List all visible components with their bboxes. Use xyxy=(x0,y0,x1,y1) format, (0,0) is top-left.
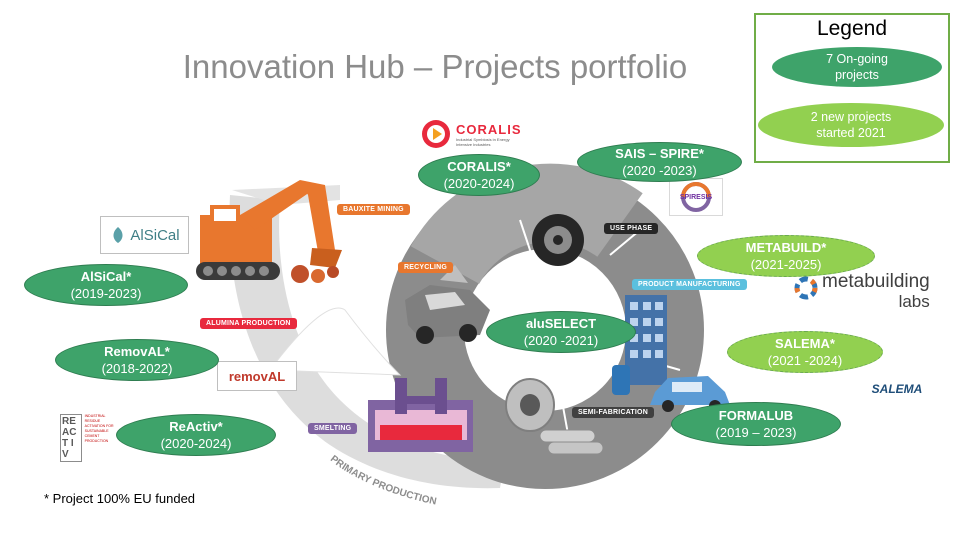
legend-ongoing-line1: 7 On-going xyxy=(826,51,888,66)
project-removal: RemovAL* (2018-2022) xyxy=(55,339,219,381)
stage-semi-fabrication: SEMI-FABRICATION xyxy=(572,407,654,418)
stage-alumina-production: ALUMINA PRODUCTION xyxy=(200,318,297,329)
legend-new-line2: started 2021 xyxy=(816,126,886,140)
spiresis-logo-text: SPIRESIS xyxy=(679,193,713,201)
salema-logo: SALEMA xyxy=(855,375,939,403)
project-sais-spire: SAIS – SPIRE* (2020 -2023) xyxy=(577,142,742,182)
metabuilding-ring-icon xyxy=(794,276,818,300)
project-removal-name: RemovAL* xyxy=(104,344,170,359)
project-salema-years: (2021 -2024) xyxy=(767,353,843,368)
coralis-logo: CORALIS Industrial Symbiosis in Energy I… xyxy=(420,115,528,153)
tyre-icon xyxy=(532,214,584,266)
legend-new-line1: 2 new projects xyxy=(810,109,892,124)
page-title: Innovation Hub – Projects portfolio xyxy=(182,48,688,85)
project-aluselect-name: aluSELECT xyxy=(525,316,597,331)
project-aluselect-years: (2020 -2021) xyxy=(523,333,599,348)
stage-bauxite-mining: BAUXITE MINING xyxy=(337,204,410,215)
project-reactiv-name: ReActiv* xyxy=(169,419,223,434)
stage-recycling: RECYCLING xyxy=(398,262,454,273)
project-metabuild: METABUILD* (2021-2025) xyxy=(697,235,875,277)
metabuilding-logo-subtext: labs xyxy=(898,292,930,311)
building-icon xyxy=(612,295,667,395)
legend-new: 2 new projects started 2021 xyxy=(758,103,944,147)
metabuilding-logo-text: metabuilding xyxy=(822,271,930,292)
alsical-logo-text: AlSiCal xyxy=(130,226,180,244)
spiresis-ring-icon xyxy=(681,182,711,212)
removal-logo: removAL xyxy=(217,361,297,391)
reactiv-logo-subtext: INDUSTRIAL RESIDUE ACTIVATION FOR SUSTAI… xyxy=(84,414,114,443)
metabuilding-logo: metabuilding labs xyxy=(793,272,945,312)
project-formalub: FORMALUB (2019 – 2023) xyxy=(671,402,841,446)
spiresis-logo: SPIRESIS xyxy=(669,178,723,216)
project-alsical-name: AlSiCal* xyxy=(80,269,132,284)
stage-product-manufacturing: PRODUCT MANUFACTURING xyxy=(632,279,747,290)
project-removal-years: (2018-2022) xyxy=(101,361,173,376)
project-reactiv: ReActiv* (2020-2024) xyxy=(116,414,276,456)
stage-use-phase: USE PHASE xyxy=(604,223,659,234)
project-metabuild-name: METABUILD* xyxy=(745,240,827,255)
project-salema: SALEMA* (2021 -2024) xyxy=(727,331,883,373)
legend-title: Legend xyxy=(816,17,888,40)
coralis-logo-text: CORALIS xyxy=(456,121,522,137)
project-sais-years: (2020 -2023) xyxy=(622,163,697,178)
project-coralis: CORALIS* (2020-2024) xyxy=(418,154,540,196)
salema-logo-text: SALEMA xyxy=(871,382,923,396)
legend-ongoing: 7 On-going projects xyxy=(772,47,942,87)
stage-smelting: SMELTING xyxy=(308,423,358,434)
car-wreck-icon xyxy=(405,265,490,344)
footnote: * Project 100% EU funded xyxy=(44,491,196,506)
project-coralis-name: CORALIS* xyxy=(447,159,511,174)
aluminium-coil-icon xyxy=(505,378,604,455)
project-reactiv-years: (2020-2024) xyxy=(160,436,232,451)
legend-box: Legend 7 On-going projects 2 new project… xyxy=(754,13,950,163)
project-alsical: AlSiCal* (2019-2023) xyxy=(24,264,188,306)
alsical-leaf-icon xyxy=(113,227,123,243)
project-formalub-years: (2019 – 2023) xyxy=(715,425,797,440)
alsical-logo: AlSiCal xyxy=(100,216,189,254)
project-salema-name: SALEMA* xyxy=(775,336,835,351)
project-alsical-years: (2019-2023) xyxy=(70,286,142,301)
coralis-logo-subtext: Industrial Symbiosis in Energy Intensive… xyxy=(456,136,510,147)
reactiv-logo: RE ACT IV INDUSTRIAL RESIDUE ACTIVATION … xyxy=(60,414,120,462)
cycle-arrow-segment xyxy=(410,163,643,285)
legend-ongoing-line2: projects xyxy=(835,68,879,82)
reactiv-logo-text: RE ACT IV xyxy=(60,414,82,462)
excavator-icon xyxy=(196,180,342,283)
smelter-icon xyxy=(368,378,473,452)
coralis-logo-icon xyxy=(422,120,450,148)
primary-production-band xyxy=(229,195,505,489)
project-formalub-name: FORMALUB xyxy=(718,408,794,423)
project-sais-name: SAIS – SPIRE* xyxy=(615,146,704,161)
project-coralis-years: (2020-2024) xyxy=(443,176,515,191)
project-metabuild-years: (2021-2025) xyxy=(750,257,822,272)
alumina-pile-icon xyxy=(269,307,402,376)
removal-logo-text: removAL xyxy=(228,368,286,384)
blue-car-icon xyxy=(650,376,730,412)
project-aluselect: aluSELECT (2020 -2021) xyxy=(486,311,636,353)
